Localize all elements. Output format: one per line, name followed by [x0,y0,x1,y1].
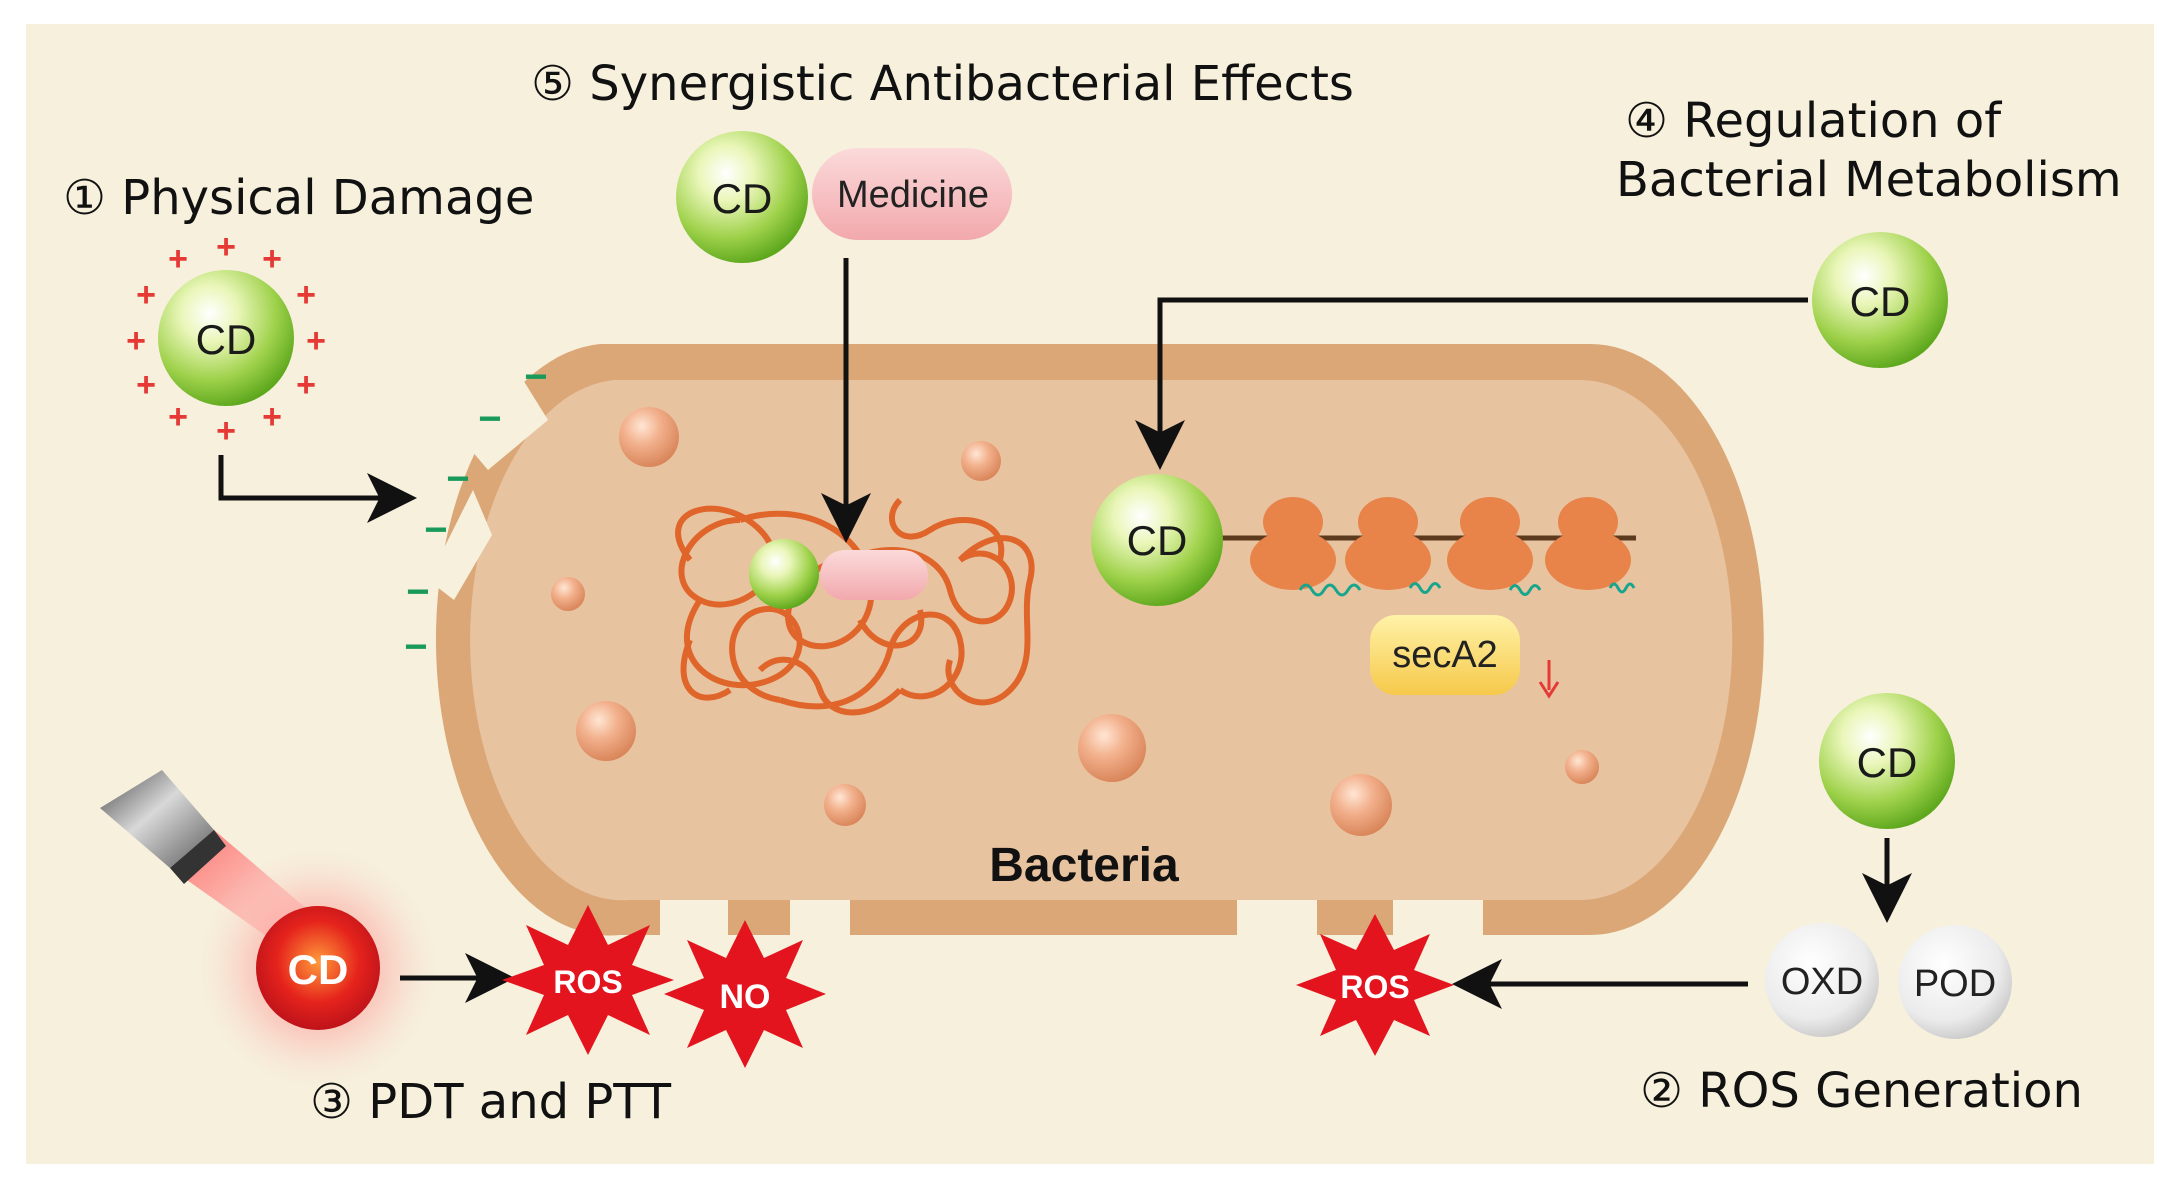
pdt-ptt-title: ③ PDT and PTT [310,1074,672,1130]
physical-damage-title: ① Physical Damage [63,170,534,226]
svg-text:CD: CD [712,175,773,222]
internal-cd-dot [749,539,819,609]
synergistic-cd: CD [676,131,808,263]
internal-medicine-pill [820,550,928,600]
svg-text:−: − [424,508,447,552]
svg-text:+: + [216,412,236,450]
no-burst: NO [664,920,826,1068]
ribosome-1 [1250,497,1336,590]
svg-text:OXD: OXD [1781,961,1863,1003]
ros-burst-left: ROS [502,905,674,1055]
svg-text:CD: CD [288,946,349,993]
svg-text:+: + [306,322,326,360]
svg-text:+: + [168,398,188,436]
svg-text:+: + [216,228,236,266]
svg-text:secA2: secA2 [1392,634,1498,676]
metabolism-title-line2: Bacterial Metabolism [1616,152,2122,208]
metabolism-cd: CD [1812,232,1948,368]
cytoplasm [470,380,1733,901]
svg-text:−: − [478,397,501,441]
laser-device-icon [100,770,226,884]
negative-charges: − − − − − − [404,355,547,669]
ros-generation-title: ② ROS Generation [1640,1063,2083,1119]
svg-text:+: + [296,276,316,314]
svg-text:+: + [126,322,146,360]
svg-text:POD: POD [1914,963,1996,1005]
svg-text:ROS: ROS [553,964,622,1000]
svg-text:−: − [446,457,469,501]
ribosome-chain [1220,497,1636,597]
svg-text:ROS: ROS [1340,969,1409,1005]
svg-text:Medicine: Medicine [837,174,989,216]
pdt-cd: CD [256,906,380,1030]
peptide-coils [1298,582,1636,597]
ribosome-3 [1447,497,1533,590]
medicine-pill: Medicine [812,148,1012,240]
cytoplasm-granules [551,407,1599,836]
down-regulation-arrow [1538,660,1560,699]
positive-charges: + + + + + + + + + + + + [126,228,326,450]
svg-text:CD: CD [1127,517,1188,564]
ribosome-4 [1545,497,1631,590]
bacterium-cell [428,344,1764,940]
svg-text:−: − [404,625,427,669]
oxd-enzyme: OXD [1765,923,1879,1037]
svg-text:+: + [296,366,316,404]
svg-text:+: + [262,240,282,278]
physical-damage-arrow [218,455,417,523]
svg-text:CD: CD [1850,278,1911,325]
metabolism-title-line1: ④ Regulation of [1625,93,2002,149]
svg-text:−: − [524,355,547,399]
svg-text:+: + [136,366,156,404]
seca2-gene: secA2 [1370,615,1520,695]
ros-generation-cd: CD [1819,693,1955,829]
svg-text:CD: CD [1857,739,1918,786]
internal-cd-medicine-complex [749,539,928,609]
bacteria-label: Bacteria [989,839,1179,892]
svg-text:NO: NO [720,978,771,1016]
metabolism-cd-bound: CD [1091,474,1223,606]
svg-text:+: + [262,398,282,436]
ros-burst-right: ROS [1296,914,1454,1056]
svg-text:+: + [168,240,188,278]
metabolism-arrow [1135,297,1808,470]
svg-text:+: + [136,276,156,314]
physical-damage-cd: CD [158,270,294,406]
pod-enzyme: POD [1898,925,2012,1039]
svg-text:CD: CD [196,316,257,363]
ribosome-2 [1345,497,1431,590]
svg-text:−: − [406,570,429,614]
synergistic-title: ⑤ Synergistic Antibacterial Effects [531,56,1354,112]
